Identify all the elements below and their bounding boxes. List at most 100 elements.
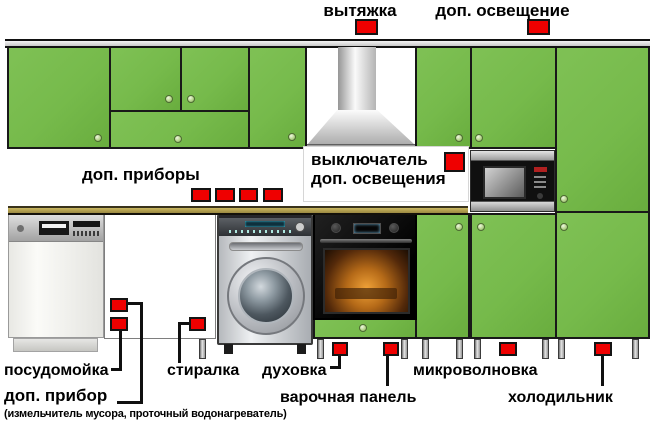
oven-image — [313, 213, 417, 320]
door-knob — [560, 223, 568, 231]
extra-appliances-label: доп. приборы — [82, 165, 200, 184]
wire-oven — [330, 366, 341, 369]
cabinet-leg — [422, 339, 429, 359]
outlet-marker-extra-appliance-3 — [239, 188, 258, 202]
upper-cabinet-flap-door — [109, 110, 250, 149]
door-knob — [174, 135, 182, 143]
door-knob — [288, 133, 296, 141]
extra-light-label: доп. освещение — [435, 1, 570, 20]
dishwasher-logo-icon — [17, 225, 24, 232]
upper-cabinet-door-6 — [470, 46, 557, 149]
washer-control-panel — [219, 218, 311, 236]
base-cabinet-door-1 — [415, 213, 470, 339]
cabinet-leg — [401, 339, 408, 359]
fridge-label: холодильник — [508, 389, 613, 406]
switch-label-line1: выключатель — [311, 150, 428, 169]
tall-cabinet-lower-door — [555, 211, 650, 339]
microwave-bottom-trim — [471, 201, 554, 211]
countertop — [8, 206, 468, 215]
microwave-display — [534, 167, 547, 172]
washer-dial — [295, 222, 305, 232]
extra-device-note: (измельчитель мусора, проточный водонагр… — [4, 408, 287, 420]
cabinet-leg — [558, 339, 565, 359]
oven-label: духовка — [262, 362, 327, 379]
washer-indicator-lights — [229, 230, 291, 233]
door-knob — [165, 95, 173, 103]
cabinet-cornice — [5, 39, 650, 48]
outlet-marker-extra-appliance-2 — [215, 188, 235, 202]
microwave-buttons — [534, 176, 546, 190]
wire-dishwasher — [111, 368, 122, 371]
door-knob — [477, 223, 485, 231]
dishwasher-control-panel — [9, 215, 103, 242]
wire-extra-device — [140, 302, 143, 404]
dishwasher-plinth — [13, 338, 98, 352]
door-knob — [187, 95, 195, 103]
oven-display — [353, 223, 381, 234]
wire-washer — [178, 322, 181, 363]
upper-cabinet-door-5 — [415, 46, 472, 149]
cabinet-leg — [542, 339, 549, 359]
door-knob — [359, 324, 367, 332]
switch-label-line2: доп. освещения — [311, 169, 446, 189]
extra-device-label: доп. прибор — [4, 386, 108, 405]
microwave-knob — [537, 193, 543, 199]
outlet-marker-cooktop — [383, 342, 399, 356]
outlet-marker-fridge — [594, 342, 612, 356]
outlet-marker-washer — [189, 317, 206, 331]
base-cabinet-door-2 — [470, 213, 557, 339]
door-knob — [475, 134, 483, 142]
outlet-marker-dishwasher — [110, 317, 128, 331]
washer-label: стиралка — [167, 362, 240, 379]
outlet-marker-extra-light — [527, 19, 550, 35]
washer-foot — [297, 344, 306, 354]
oven-window — [323, 248, 410, 314]
washer-foot — [224, 344, 233, 354]
dishwasher-image — [8, 214, 104, 338]
dishwasher-display — [73, 221, 100, 227]
upper-cabinet-door-2 — [109, 46, 182, 112]
door-knob — [455, 134, 463, 142]
washer-dispenser-slot — [229, 242, 303, 251]
outlet-marker-extra-appliance-4 — [263, 188, 283, 202]
dishwasher-buttons — [73, 231, 100, 236]
wire-extra-device — [126, 302, 143, 305]
microwave-label: микроволновка — [413, 362, 538, 379]
wire-dishwasher — [119, 330, 122, 371]
washer-door-ring — [227, 257, 305, 335]
washer-door-glass — [238, 268, 294, 324]
outlet-marker-extra-light-switch — [444, 152, 465, 172]
cabinet-leg — [317, 339, 324, 359]
outlet-marker-extra-device — [110, 298, 128, 312]
cabinet-leg — [456, 339, 463, 359]
wire-cooktop — [386, 355, 389, 386]
washing-machine-image — [217, 211, 313, 345]
hood-duct — [338, 47, 376, 112]
washer-top-band — [219, 213, 311, 218]
cooktop-label: варочная панель — [280, 389, 417, 406]
microwave-top-trim — [471, 151, 554, 161]
upper-cabinet-door-4 — [248, 46, 307, 149]
cabinet-leg — [474, 339, 481, 359]
outlet-marker-extra-appliance-1 — [191, 188, 211, 202]
tall-cabinet-upper-door — [555, 46, 650, 213]
microwave-window — [483, 166, 526, 199]
oven-handle — [320, 239, 412, 243]
wire-fridge — [601, 355, 604, 386]
wire-oven — [338, 355, 341, 369]
outlet-marker-microwave — [499, 342, 517, 356]
wire-extra-device — [117, 401, 143, 404]
oven-knob-left — [331, 223, 341, 233]
dishwasher-handle — [39, 221, 69, 235]
microwave-image — [470, 150, 555, 212]
oven-knob-right — [389, 223, 399, 233]
dishwasher-label: посудомойка — [4, 362, 109, 379]
door-knob — [455, 223, 463, 231]
outlet-marker-oven — [332, 342, 348, 356]
cabinet-leg — [199, 339, 206, 359]
door-knob — [560, 195, 568, 203]
outlet-marker-hood — [355, 19, 378, 35]
washer-display — [245, 221, 285, 227]
hood-label: вытяжка — [323, 1, 397, 20]
